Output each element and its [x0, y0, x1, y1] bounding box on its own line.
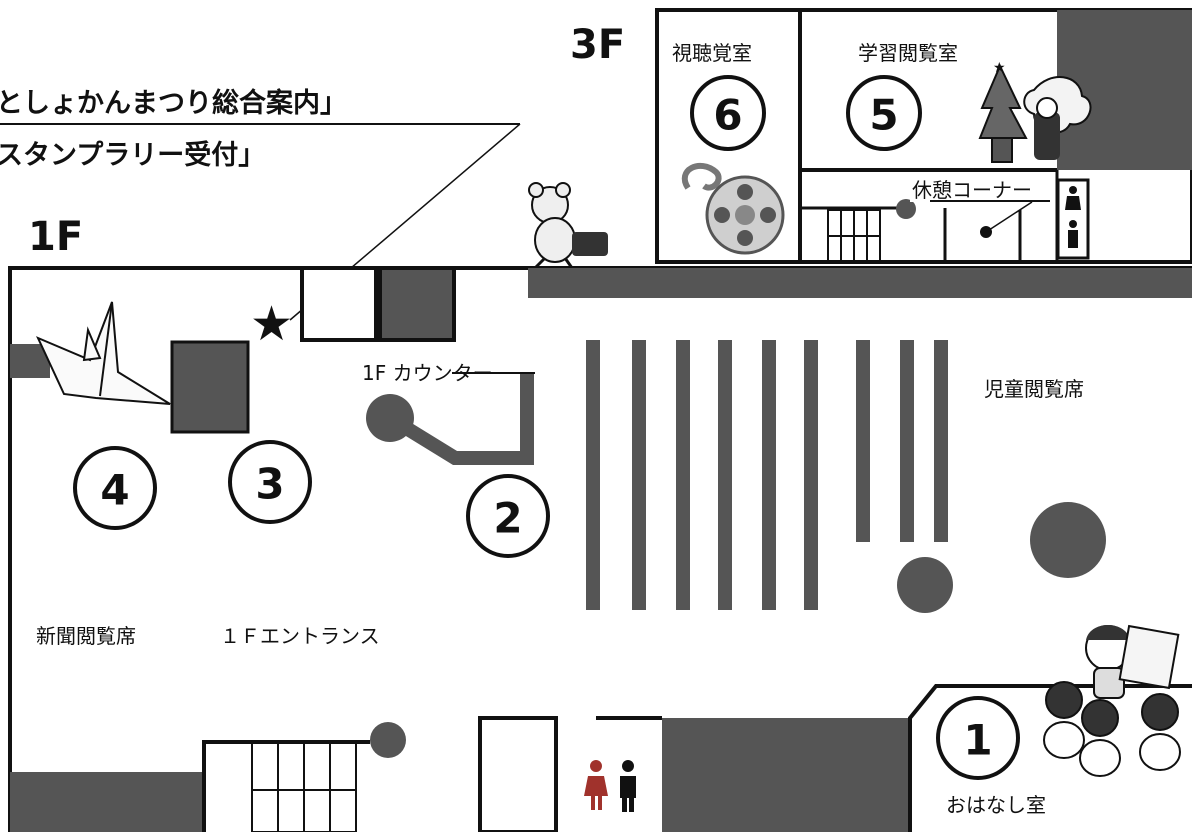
number-3: 3 [228, 440, 312, 524]
restroom-icon [1056, 178, 1090, 260]
floor-label-1f: 1F [28, 214, 83, 260]
rest-corner-table [896, 199, 916, 219]
floor-label-3f: 3F [570, 22, 625, 68]
star-marker: ★ [250, 296, 293, 352]
callout-line-2: スタンプラリー受付」 [0, 139, 265, 171]
origami-crane-illustration [36, 301, 171, 405]
rest-corner-label: 休憩コーナー [912, 178, 1032, 202]
number-4: 4 [73, 446, 157, 530]
children-seats-label: 児童閲覧席 [984, 377, 1084, 401]
christmas-tree-illustration: ★ [978, 60, 1028, 163]
santa-illustration [1023, 76, 1092, 160]
reading-table [1030, 502, 1106, 578]
film-reel-illustration [681, 162, 785, 255]
stairs-1f [251, 741, 357, 832]
svg-text:2: 2 [493, 494, 522, 543]
svg-text:★: ★ [993, 60, 1006, 76]
stairs-3f [827, 209, 881, 263]
room-label-study: 学習閲覧室 [858, 41, 958, 65]
svg-text:4: 4 [100, 466, 129, 515]
number-5: 5 [846, 75, 922, 151]
stairs-landing [370, 722, 406, 758]
children-reading-illustration [1043, 624, 1181, 777]
number-1: 1 [936, 696, 1020, 780]
female-restroom-icon [584, 760, 608, 810]
number-6: 6 [690, 75, 766, 151]
entrance-label: １Ｆエントランス [220, 624, 380, 648]
story-room-label: おはなし室 [946, 793, 1046, 817]
svg-text:5: 5 [869, 91, 898, 140]
male-restroom-icon [620, 760, 636, 812]
floor-3f-outline [655, 8, 1192, 264]
counter-desk [386, 374, 534, 465]
floor-1f-outline [8, 266, 1192, 832]
teddy-bear-illustration [528, 182, 608, 270]
svg-text:1: 1 [963, 716, 992, 765]
room-label-av: 視聴覚室 [672, 41, 752, 65]
number-2: 2 [466, 474, 550, 558]
bookshelves [586, 340, 948, 610]
callout-line-1: としょかんまつり総合案内」 [0, 87, 347, 119]
counter-desk [366, 394, 414, 442]
newspaper-seats-label: 新聞閲覧席 [36, 624, 136, 648]
svg-text:3: 3 [255, 460, 284, 509]
floor-1f-bottom [10, 684, 1192, 832]
reading-table [897, 557, 953, 613]
svg-text:6: 6 [713, 91, 742, 140]
